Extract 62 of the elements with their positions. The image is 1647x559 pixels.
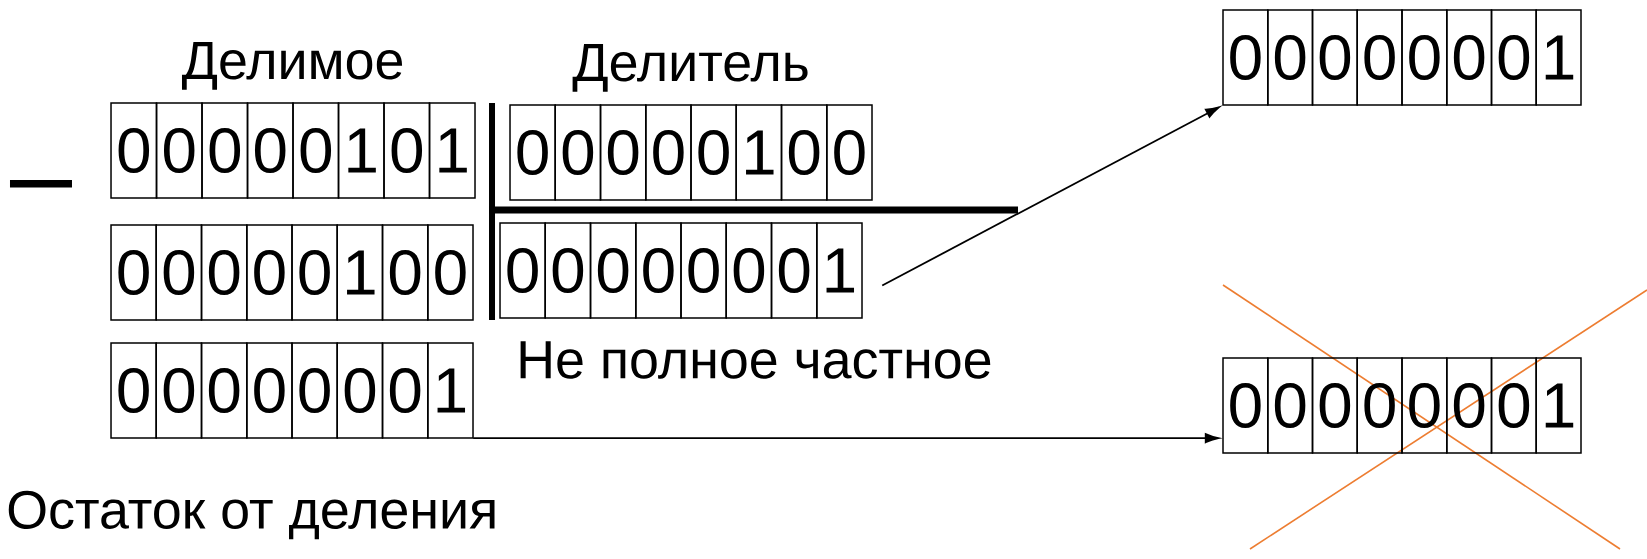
bit-cell: 0 [826,104,873,201]
bit-cell: 0 [1222,357,1269,454]
bit-cell: 1 [337,102,385,199]
register-heading: Делитель [572,44,808,92]
bit-cell: 0 [291,224,338,321]
minus-sign: – [10,179,72,188]
bit-cell: 0 [200,224,248,321]
bit-cell: 1 [735,104,783,201]
bit-cell: 1 [1535,357,1582,454]
bit-cell: 0 [1490,9,1537,106]
bit-cell: 0 [680,222,727,319]
bit-cell: 0 [246,342,293,439]
bit-cell: 0 [383,102,431,199]
bit-cell: 0 [1356,357,1403,454]
register-heading: Делимое [182,42,403,90]
bit-cell: 1 [1535,9,1582,106]
bit-cell: 0 [599,104,647,201]
bit-cell: 0 [427,224,474,321]
bit-cell: 0 [336,342,384,439]
register-caption: Остаток от деления [8,490,495,540]
bit-cell: 0 [554,104,602,201]
bit-cell: 0 [645,104,692,201]
bit-cell: 0 [1311,9,1358,106]
bit-cell: 0 [509,104,556,201]
bit-cell: 0 [544,222,592,319]
bit-cell: 1 [336,224,384,321]
bit-cell: 0 [635,222,682,319]
bit-cell: 0 [589,222,637,319]
bit-cell: 0 [780,104,828,201]
bit-cell: 0 [291,342,338,439]
bit-cell: 1 [427,342,474,439]
bit-cell: 1 [816,222,863,319]
bit-cell: 0 [110,224,157,321]
bit-cell: 0 [200,342,248,439]
bit-cell: 1 [428,102,476,199]
arrow [472,433,1220,444]
bit-cell: 0 [155,102,203,199]
bit-cell: 0 [292,102,340,199]
bit-cell: 0 [155,224,203,321]
bit-cell: 0 [246,224,293,321]
bit-cell: 0 [1267,357,1314,454]
bit-cell: 0 [201,102,249,199]
register-caption: Не полное частное [520,341,991,379]
bit-cell: 0 [155,342,203,439]
bit-cell: 0 [1401,9,1448,106]
bit-cell: 0 [1267,9,1314,106]
bit-cell: 0 [1222,9,1269,106]
bit-cell: 0 [1311,357,1358,454]
bit-cell: 0 [770,222,818,319]
bit-cell: 0 [499,222,546,319]
bit-cell: 0 [110,342,157,439]
bit-cell: 0 [1401,357,1448,454]
bit-cell: 0 [110,102,158,199]
bit-cell: 0 [1446,9,1493,106]
bit-cell: 0 [1356,9,1403,106]
bit-cell: 0 [690,104,737,201]
bit-cell: 0 [1490,357,1537,454]
arrow [881,106,1220,287]
bit-cell: 0 [725,222,773,319]
bit-cell: 0 [246,102,294,199]
bit-cell: 0 [381,342,429,439]
bit-cell: 0 [381,224,429,321]
